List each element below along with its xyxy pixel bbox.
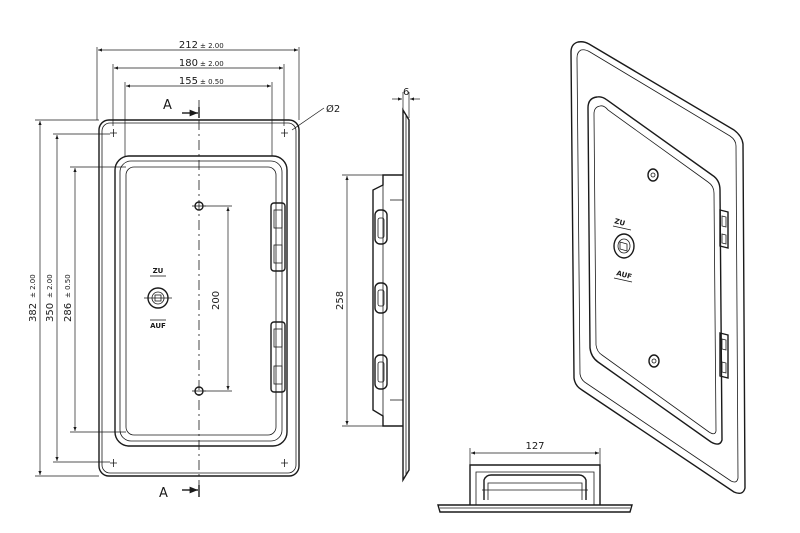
iso-hinge-bottom: [719, 332, 729, 379]
svg-text:± 2.00: ± 2.00: [200, 60, 224, 68]
dim-width-inner: 155 ± 0.50: [124, 76, 273, 156]
svg-text:212: 212: [179, 40, 198, 51]
iso-hinge-top: [719, 209, 729, 249]
bottom-handle: [483, 474, 587, 500]
dim-thickness: 6: [392, 87, 420, 118]
iso-door-frame: [587, 96, 723, 445]
bottom-view: 127: [437, 441, 633, 513]
iso-lock-label-top: ZU: [613, 217, 626, 228]
svg-text:Ø2: Ø2: [326, 103, 340, 115]
dim-hole-diameter: Ø2: [291, 103, 340, 131]
svg-text:A: A: [159, 486, 168, 501]
svg-text:155: 155: [179, 76, 198, 87]
door-panel: [114, 155, 288, 447]
iso-view: ZU AUF: [570, 41, 746, 495]
side-plate: [402, 107, 410, 483]
bottom-plate: [437, 504, 633, 513]
lock-label-top: ZU: [153, 267, 164, 275]
svg-text:258: 258: [335, 291, 346, 310]
iso-hole-top: [647, 168, 659, 182]
svg-text:200: 200: [211, 291, 222, 310]
bottom-door-body: [469, 464, 601, 505]
side-bracket-top: [374, 209, 388, 245]
iso-plate-inner: [576, 49, 739, 483]
svg-text:± 2.00: ± 2.00: [46, 274, 54, 298]
svg-text:± 2.00: ± 2.00: [200, 42, 224, 50]
hinge-top: [270, 202, 286, 272]
section-marker-bottom: A: [159, 485, 200, 501]
hinge-bottom: [270, 321, 286, 393]
svg-text:± 0.50: ± 0.50: [200, 78, 224, 86]
dim-height-mid: 350 ± 2.00: [45, 133, 110, 463]
hole-bottom: [192, 386, 206, 396]
dim-bottom-width: 127: [469, 441, 601, 465]
dim-width-mid: 180 ± 2.00: [112, 58, 285, 126]
svg-text:± 2.00: ± 2.00: [29, 274, 37, 298]
door-panel-inner: [119, 160, 283, 442]
iso-lock-icon: [613, 233, 635, 259]
dim-height-outer: 382 ± 2.00: [28, 119, 99, 477]
section-marker-top: A: [163, 98, 200, 118]
corner-marks: [110, 129, 288, 467]
iso-hole-bottom: [648, 354, 660, 368]
lock-icon: [144, 287, 172, 309]
side-view: 6 258: [335, 87, 420, 483]
svg-text:180: 180: [179, 58, 198, 69]
dim-side-height: 258: [335, 174, 383, 427]
iso-door-panel: [593, 105, 717, 435]
svg-text:350: 350: [45, 303, 56, 322]
svg-text:± 0.50: ± 0.50: [64, 274, 72, 298]
dim-hole-spacing: 200: [204, 205, 232, 392]
svg-text:127: 127: [525, 441, 544, 452]
side-bracket-mid: [374, 282, 388, 314]
iso-plate-outer: [570, 41, 746, 495]
svg-text:6: 6: [403, 87, 409, 98]
front-view: ZU AUF A A 212 ± 2.00 180 ± 2.00: [28, 40, 340, 501]
side-door-body: [372, 174, 403, 427]
dim-width-outer: 212 ± 2.00: [96, 40, 300, 120]
svg-text:A: A: [163, 98, 172, 113]
svg-text:286: 286: [63, 303, 74, 322]
svg-text:382: 382: [28, 303, 39, 322]
iso-lock-label-bottom: AUF: [615, 269, 632, 281]
dim-height-inner: 286 ± 0.50: [63, 166, 126, 433]
side-bracket-bottom: [374, 354, 388, 390]
lock-label-bottom: AUF: [150, 322, 166, 330]
door-panel-face: [125, 166, 277, 436]
hole-top: [192, 201, 206, 211]
